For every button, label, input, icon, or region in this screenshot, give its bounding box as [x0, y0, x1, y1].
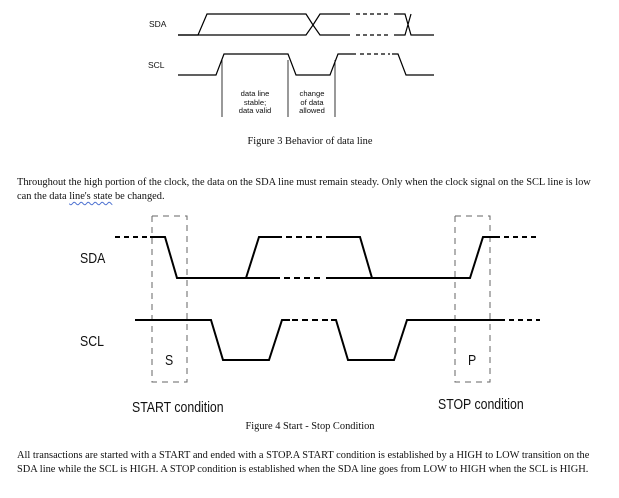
figure-4-sda-waveform: [115, 236, 540, 279]
start-letter: S: [165, 352, 174, 369]
stop-condition-box: [454, 215, 491, 383]
figure-3-sda-waveform: [178, 13, 434, 36]
figure-3-scl-waveform: [178, 53, 434, 76]
start-condition-label: START condition: [132, 399, 224, 416]
figure-4-scl-waveform: [135, 319, 540, 361]
figure-3-caption: Figure 3 Behavior of data line: [247, 136, 373, 147]
stop-letter: P: [468, 352, 477, 369]
figure-3-sda-label: SDA: [149, 19, 167, 29]
start-condition-box: [151, 215, 188, 383]
spellcheck-squiggle: line's state: [69, 191, 113, 202]
figure-4-sda-label: SDA: [80, 250, 106, 267]
annotation-change-allowed: change of data allowed: [299, 89, 325, 116]
figure-3-scl-label: SCL: [148, 60, 165, 70]
annotation-data-stable: data line stable; data valid: [238, 89, 272, 116]
figure-3-guides: [221, 60, 336, 117]
figure-4-scl-label: SCL: [80, 333, 104, 350]
figure-4-caption: Figure 4 Start - Stop Condition: [245, 421, 375, 432]
paragraph-data-line: Throughout the high portion of the clock…: [17, 177, 591, 202]
paragraph-start-stop: All transactions are started with a STAR…: [17, 450, 590, 475]
stop-condition-label: STOP condition: [438, 396, 524, 413]
